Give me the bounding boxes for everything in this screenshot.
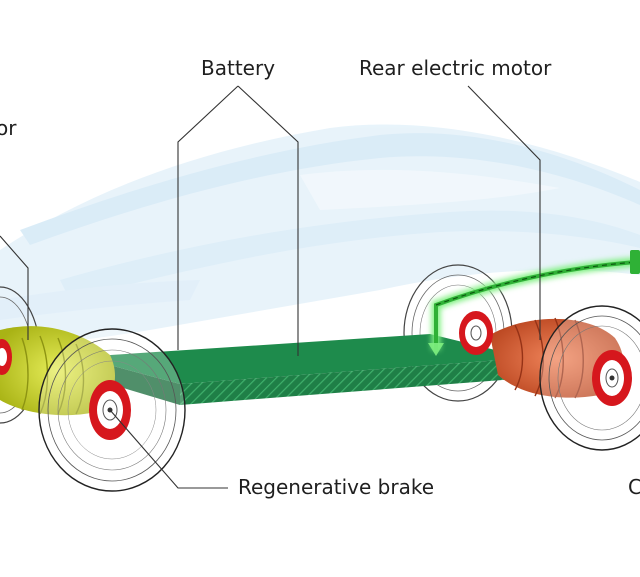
battery-label: Battery xyxy=(201,56,276,80)
charge-cable xyxy=(428,250,640,356)
regenerative-brake-label: Regenerative brake xyxy=(238,475,435,499)
rear-right-near-wheel xyxy=(539,305,640,451)
rear-electric-motor-label: Rear electric motor xyxy=(359,56,552,80)
front-motor-label-fragment: or xyxy=(0,116,17,140)
front-left-brake-disc xyxy=(0,339,12,375)
battery-leader-line xyxy=(177,85,299,356)
rear-electric-motor xyxy=(490,317,624,399)
leader-lines xyxy=(0,85,541,489)
rear-motor-leader-line xyxy=(467,85,541,340)
rear-right-brake-disc xyxy=(592,350,632,406)
regen-brake-leader-line xyxy=(109,409,228,489)
front-motor-leader-line xyxy=(0,235,29,340)
right-label-fragment: C xyxy=(628,475,640,499)
rear-left-brake-disc xyxy=(459,311,493,355)
car-body-ghost xyxy=(0,124,640,349)
front-electric-motor xyxy=(0,326,115,416)
